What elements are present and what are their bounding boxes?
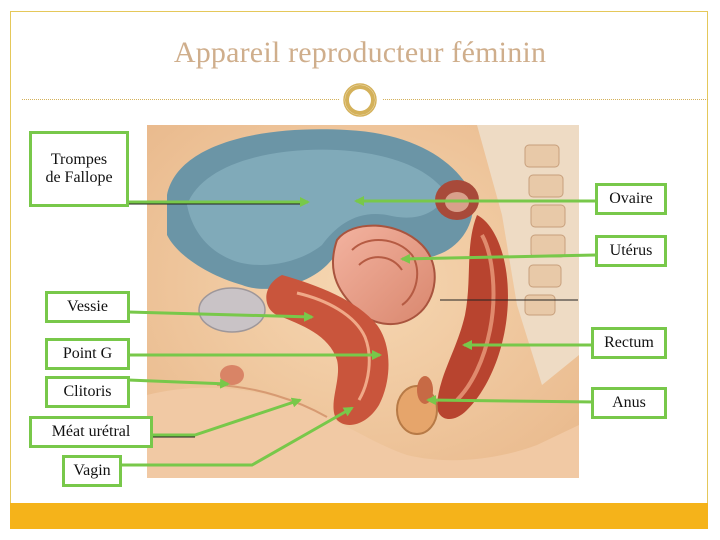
title-divider-right <box>383 99 708 100</box>
connector-vessie <box>127 310 314 322</box>
label-vagin: Vagin <box>62 455 122 487</box>
connector-uterus <box>400 253 597 264</box>
connector-meat <box>152 397 302 437</box>
label-clitoris: Clitoris <box>45 376 130 408</box>
title-divider-left <box>22 99 339 100</box>
connector-vagin <box>118 406 354 467</box>
label-anus: Anus <box>591 387 667 419</box>
footer-bar <box>10 503 708 529</box>
label-trompes: Trompes de Fallope <box>29 131 129 207</box>
label-ovaire: Ovaire <box>595 183 667 215</box>
circle-ornament-icon <box>343 83 377 117</box>
label-vessie: Vessie <box>45 291 130 323</box>
connector-clitoris <box>127 378 230 389</box>
connector-anus <box>426 395 597 406</box>
label-meat: Méat urétral <box>29 416 153 448</box>
slide-title: Appareil reproducteur féminin <box>173 36 547 69</box>
label-uterus: Utérus <box>595 235 667 267</box>
label-point-g: Point G <box>45 338 130 370</box>
label-rectum: Rectum <box>591 327 667 359</box>
